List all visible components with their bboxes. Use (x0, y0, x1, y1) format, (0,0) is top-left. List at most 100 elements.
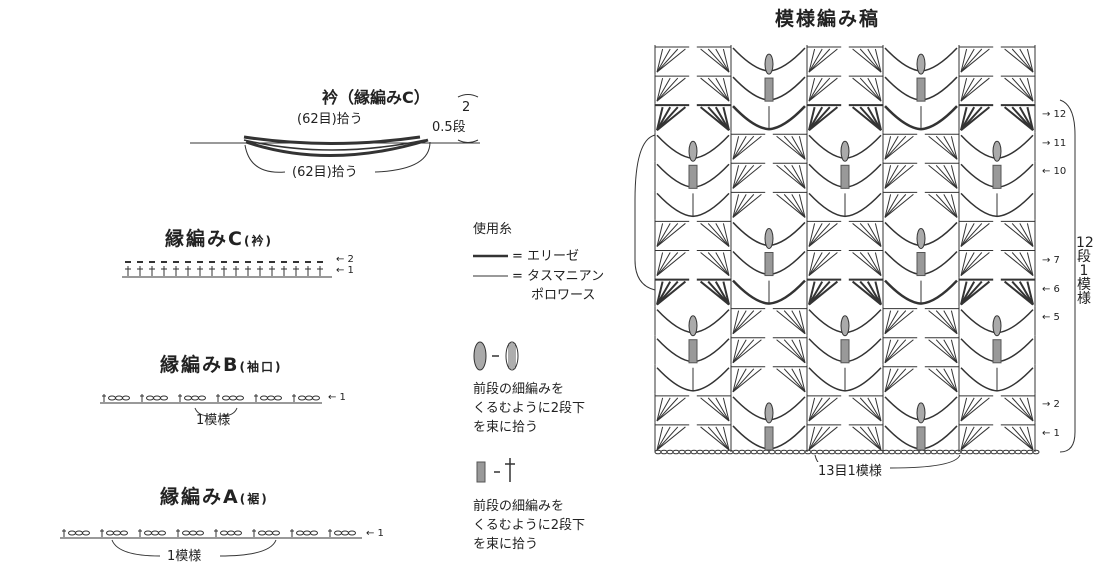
fan-stitch (791, 339, 806, 364)
chain-arc (768, 105, 806, 131)
chain-arc (656, 163, 694, 189)
foundation-chain (918, 449, 926, 455)
chain-stitch (222, 395, 230, 401)
fan-stitch (1026, 106, 1034, 131)
repeat-bracket (194, 407, 211, 417)
legend-yarn2: = タスマニアン (512, 269, 605, 284)
fan-stitch (960, 426, 975, 451)
foundation-chain (936, 449, 944, 455)
foundation-chain (702, 449, 710, 455)
chain-arc (960, 338, 998, 363)
fan-stitch (776, 339, 806, 364)
fan-stitch (884, 310, 892, 334)
fan-stitch (1011, 397, 1034, 422)
foundation-chain (1002, 449, 1010, 455)
fan-stitch (1011, 426, 1034, 451)
chain-arc (808, 192, 846, 218)
foundation-chain (1014, 449, 1022, 455)
foundation-chain (930, 449, 938, 455)
fan-stitch (808, 426, 831, 451)
fan-stitch (851, 280, 882, 306)
fan-stitch (1026, 48, 1034, 73)
fan-stitch (783, 339, 806, 364)
fan-stitch (884, 165, 899, 189)
fan-stitch (715, 426, 730, 451)
fan-stitch (960, 281, 968, 305)
spike-stitch (688, 339, 698, 364)
legend-yarn2b: ポロワース (531, 288, 596, 303)
chain-stitch (146, 395, 154, 401)
fan-stitch (732, 339, 755, 364)
foundation-chain (786, 449, 794, 455)
foundation-chain (798, 449, 806, 455)
fan-stitch (715, 397, 730, 422)
fan-stitch (791, 165, 806, 189)
fan-stitch (700, 397, 730, 422)
repeat-bracket (111, 539, 161, 557)
fan-stitch (867, 426, 882, 451)
fan-stitch (928, 310, 958, 335)
chain-stitch (267, 395, 275, 401)
fan-stitch (884, 194, 892, 218)
fan-stitch (960, 252, 990, 276)
fan-stitch (874, 397, 882, 422)
foundation-chain (846, 449, 854, 455)
spike-stitch-icon (476, 461, 486, 483)
fan-stitch (960, 48, 990, 73)
chain-arc (656, 192, 694, 218)
fan-stitch (884, 135, 907, 160)
chain-arc (808, 134, 846, 160)
chain-stitch (151, 530, 159, 536)
puff-stitch (992, 315, 1002, 337)
collar-title: 衿（縁編みC） (322, 88, 430, 107)
chain-arc (884, 425, 922, 450)
fan-stitch (722, 281, 730, 305)
fan-stitch (791, 194, 806, 218)
chain-arc (960, 192, 998, 218)
foundation-chain (876, 449, 884, 455)
fan-stitch (732, 135, 762, 160)
chain-arc (732, 425, 770, 450)
fan-stitch (884, 310, 907, 335)
fan-stitch (699, 106, 730, 131)
collar-pick-bottom: (62目)拾う (292, 165, 358, 180)
fan-stitch (960, 77, 990, 102)
fan-stitch (935, 339, 958, 364)
chain-arc (732, 47, 770, 72)
fan-stitch (791, 310, 806, 334)
fan-stitch (960, 397, 968, 422)
fan-stitch (808, 397, 838, 422)
chain-stitch (75, 530, 83, 536)
edge-c-row1: ← 1 (336, 265, 354, 276)
fan-stitch (783, 135, 806, 160)
fan-stitch (808, 397, 816, 422)
fan-stitch (1004, 252, 1034, 276)
foundation-chain (900, 449, 908, 455)
foundation-chain (672, 449, 680, 455)
puff-stitch (764, 402, 774, 424)
fan-stitch (808, 106, 839, 131)
fan-stitch (808, 77, 823, 102)
foundation-chain (714, 449, 722, 455)
fan-stitch (732, 165, 747, 189)
foundation-chain (744, 449, 752, 455)
fan-stitch (776, 193, 806, 218)
chain-stitch (144, 530, 152, 536)
fan-stitch (732, 339, 740, 363)
fan-stitch (732, 193, 762, 218)
fan-stitch (732, 164, 762, 189)
fan-stitch (656, 397, 671, 422)
fan-stitch (867, 48, 882, 73)
fan-stitch (732, 368, 747, 393)
fan-stitch (1019, 223, 1034, 247)
fan-stitch (732, 194, 755, 218)
fan-stitch (656, 223, 679, 247)
foundation-chain (828, 449, 836, 455)
fan-stitch (852, 426, 882, 451)
foundation-chain (990, 449, 998, 455)
fan-stitch (732, 310, 747, 334)
fan-stitch (1019, 397, 1034, 422)
fan-stitch (808, 426, 823, 451)
foundation-chain (720, 449, 728, 455)
fan-stitch (1003, 280, 1034, 306)
